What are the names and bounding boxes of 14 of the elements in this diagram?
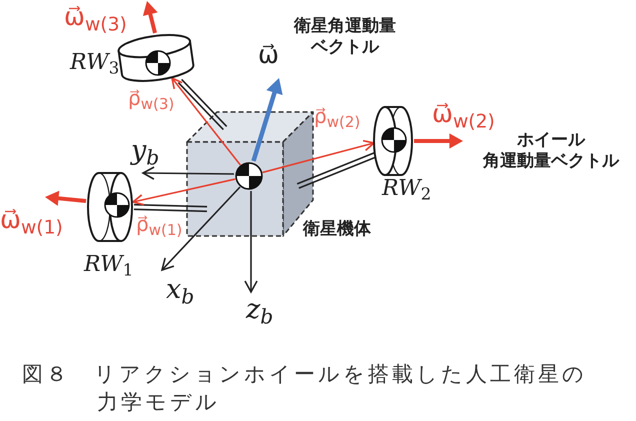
figure-caption: 図８ リアクションホイールを搭載した人工衛星の力学モデル	[22, 361, 588, 416]
arrow	[132, 178, 236, 206]
axis-label: y$_{b}$	[131, 137, 160, 164]
axis-label: z$_{b}$	[246, 296, 274, 323]
wheel-label: RW$_{3}$	[70, 52, 120, 74]
body-label: 衛星機体	[303, 219, 371, 240]
wheel-label: RW$_{2}$	[382, 178, 432, 200]
annotation-text: ホイール角運動量ベクトル	[482, 130, 620, 172]
arrow	[171, 77, 241, 166]
arrow	[262, 140, 375, 174]
wheel-label: RW$_{1}$	[84, 254, 134, 276]
vector-label: ω⃗	[258, 42, 279, 67]
annotation-text: 衛星角運動量ベクトル	[292, 16, 397, 58]
axis-label: x$_{b}$	[166, 276, 194, 303]
